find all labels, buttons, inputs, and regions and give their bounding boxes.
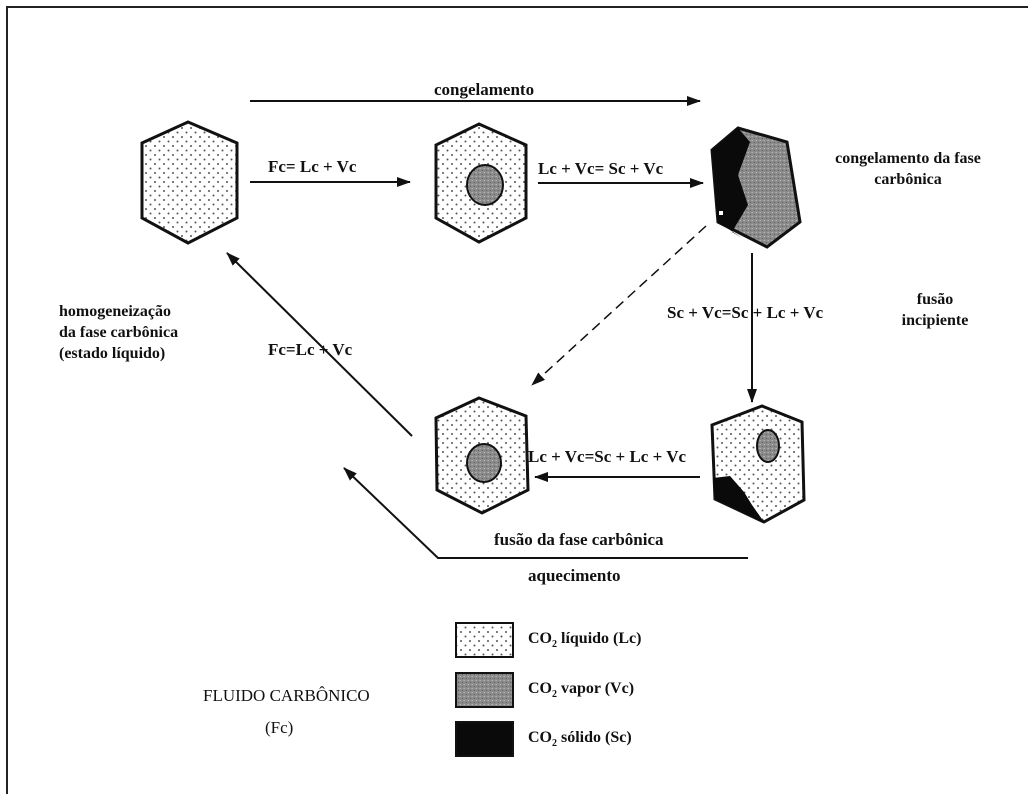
note-homog-line-3: (estado líquido) xyxy=(59,345,166,362)
note-incipient: fusão incipiente xyxy=(890,289,980,331)
equation-sc-vc-sc-lc-vc: Sc + Vc=Sc + Lc + Vc xyxy=(667,303,824,322)
legend-item-vapor: CO2 vapor (Vc) xyxy=(528,680,634,700)
legend-solid-sub: 2 xyxy=(552,738,557,750)
solid-phase-region xyxy=(712,128,750,238)
vapor-bubble-2 xyxy=(466,443,502,483)
vapor-bubble-3 xyxy=(756,429,780,463)
note-freezing: congelamento da fase carbônica xyxy=(818,148,998,190)
solid-residue xyxy=(713,476,764,522)
equation-fc-lc-vc-return: Fc=Lc + Vc xyxy=(268,340,353,359)
arrow-h4-h1 xyxy=(226,252,413,437)
legend-solid-text: sólido (Sc) xyxy=(557,729,632,746)
inclusion-incipient-melting xyxy=(710,404,806,524)
legend-swatch-vapor xyxy=(455,672,514,708)
note-incipient-line-1: fusão xyxy=(916,291,954,308)
legend-liquid-prefix: CO xyxy=(528,630,552,647)
legend-solid-prefix: CO xyxy=(528,729,552,746)
equation-lc-vc-sc-vc: Lc + Vc= Sc + Vc xyxy=(538,159,664,178)
legend-swatch-solid xyxy=(455,721,514,757)
arrow-h3-h4-dashed xyxy=(531,225,707,386)
legend-vapor-text: vapor (Vc) xyxy=(557,680,635,697)
note-melting: fusão da fase carbônica xyxy=(494,530,664,549)
note-homog-line-1: homogeneização xyxy=(59,303,171,320)
legend-vapor-prefix: CO xyxy=(528,680,552,697)
legend-swatch-liquid xyxy=(455,622,514,658)
label-aquecimento: aquecimento xyxy=(528,566,621,585)
legend-liquid-sub: 2 xyxy=(552,639,557,651)
diagram-frame xyxy=(6,6,1028,794)
arrow-aquecimento xyxy=(343,467,748,559)
legend-item-solid: CO2 sólido (Sc) xyxy=(528,729,632,749)
legend-vapor-sub: 2 xyxy=(552,689,557,701)
note-incipient-line-2: incipiente xyxy=(901,312,969,329)
note-freezing-line-2: carbônica xyxy=(874,171,942,188)
vapor-bubble xyxy=(466,164,504,206)
note-homog-line-2: da fase carbônica xyxy=(59,324,179,341)
note-homogenization: homogeneização da fase carbônica (estado… xyxy=(59,301,178,364)
inclusion-liquid-homogeneous xyxy=(140,120,239,245)
note-freezing-line-1: congelamento da fase xyxy=(835,150,981,167)
equation-fc-lc-vc: Fc= Lc + Vc xyxy=(268,157,357,176)
legend-liquid-text: líquido (Lc) xyxy=(557,630,642,647)
legend-item-liquid: CO2 líquido (Lc) xyxy=(528,630,641,650)
label-congelamento: congelamento xyxy=(434,80,535,99)
legend-title: FLUIDO CARBÔNICO xyxy=(203,686,370,705)
equation-lc-vc-sc-lc-vc: Lc + Vc=Sc + Lc + Vc xyxy=(528,447,687,466)
legend-title-sub: (Fc) xyxy=(265,718,294,737)
